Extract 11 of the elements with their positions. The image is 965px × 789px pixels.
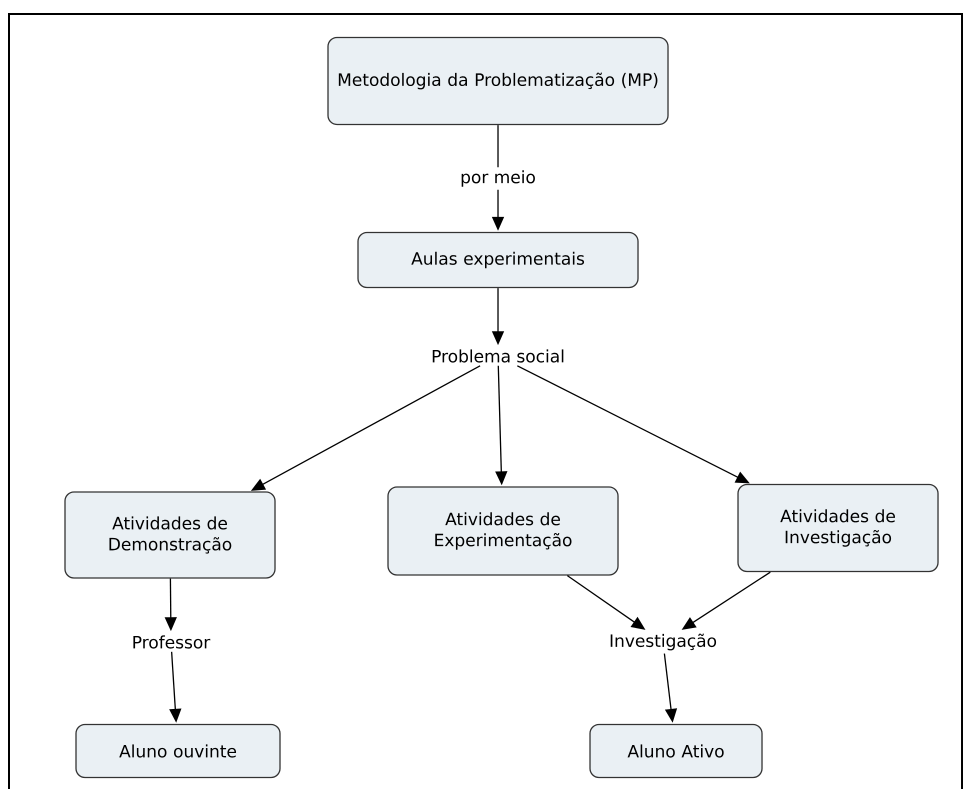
linking-phrase: Problema social bbox=[432, 349, 564, 363]
linking-phrase: Professor bbox=[133, 635, 210, 649]
concept-box: Aluno ouvinte bbox=[75, 724, 281, 778]
edge-label: por meio bbox=[457, 167, 539, 190]
concept-box: Atividades de Experimentação bbox=[387, 486, 619, 576]
concept-box: Atividades de Investigação bbox=[737, 484, 939, 572]
linking-phrase: Investigação bbox=[610, 634, 716, 650]
concept-box: Atividades de Demonstração bbox=[64, 491, 276, 579]
concept-box: Metodologia da Problematização (MP) bbox=[327, 36, 669, 126]
concept-box: Aluno Ativo bbox=[589, 724, 763, 778]
concept-box: Aulas experimentais bbox=[357, 232, 639, 288]
